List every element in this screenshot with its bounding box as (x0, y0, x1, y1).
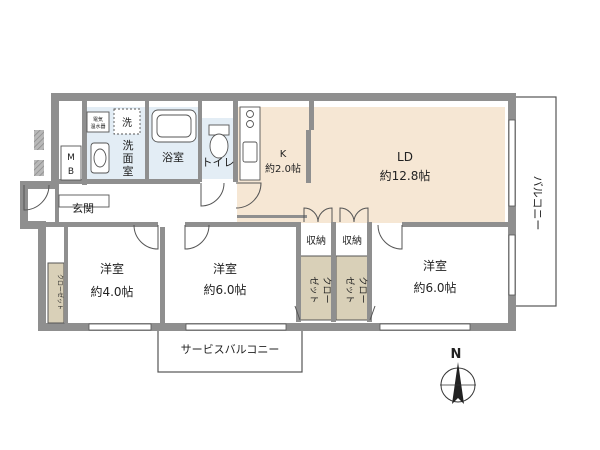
east-room-label: 洋室 (423, 258, 447, 273)
east-room-size: 約6.0帖 (413, 280, 456, 295)
ld-floor (237, 107, 505, 223)
water-heater-label-1: 電気 (93, 116, 103, 123)
kitchen-label: K (280, 149, 287, 160)
closet-center-label-1: クロー (321, 276, 332, 303)
fixtures (34, 106, 261, 208)
mb-label-b: B (68, 167, 74, 177)
west-room-label: 洋室 (100, 261, 124, 276)
toilet-label: トイレ (202, 156, 235, 169)
closet-east-label-1: クロー (357, 276, 368, 303)
mb-box (60, 145, 82, 181)
wash-icon-label: 洗 (122, 117, 132, 129)
entrance-label: 玄関 (72, 201, 94, 215)
closet-west-label: クローゼット (56, 274, 64, 310)
compass: N (440, 347, 476, 404)
washroom-label-1: 洗 (123, 139, 134, 152)
mb-label-m: M (67, 153, 75, 163)
closet-east-floor (335, 255, 369, 321)
storage-left-label: 収納 (306, 234, 326, 247)
closet-center-label-2: ゼット (308, 276, 320, 303)
washroom-label-3: 室 (123, 164, 134, 178)
ld-size: 約12.8帖 (380, 168, 431, 183)
water-heater-label-2: 温水器 (90, 123, 105, 130)
washing-machine (113, 108, 141, 135)
closet-center-floor (299, 255, 333, 321)
storage-right-label: 収納 (342, 234, 362, 247)
ld-label: LD (397, 150, 413, 164)
toilet (208, 124, 230, 136)
closet-east-label-2: ゼット (344, 276, 356, 303)
kitchen-size: 約2.0帖 (265, 162, 301, 175)
washroom-label-2: 面 (123, 152, 134, 165)
compass-north-label: N (451, 347, 462, 362)
center-room-size: 約6.0帖 (203, 282, 246, 297)
interior-walls (24, 97, 508, 323)
west-room-size: 約4.0帖 (90, 284, 133, 299)
compass-needle-icon (452, 362, 464, 404)
water-heater (86, 111, 110, 133)
shoe-closet (58, 194, 110, 208)
center-room-label: 洋室 (213, 261, 237, 276)
windows (88, 119, 516, 331)
bath-label: 浴室 (162, 150, 184, 164)
balcony-label: バルコニー (531, 176, 544, 231)
balcony (511, 96, 557, 307)
service-balcony (157, 326, 303, 373)
doors (23, 182, 403, 321)
service-balcony-label: サービスバルコニー (181, 343, 280, 356)
